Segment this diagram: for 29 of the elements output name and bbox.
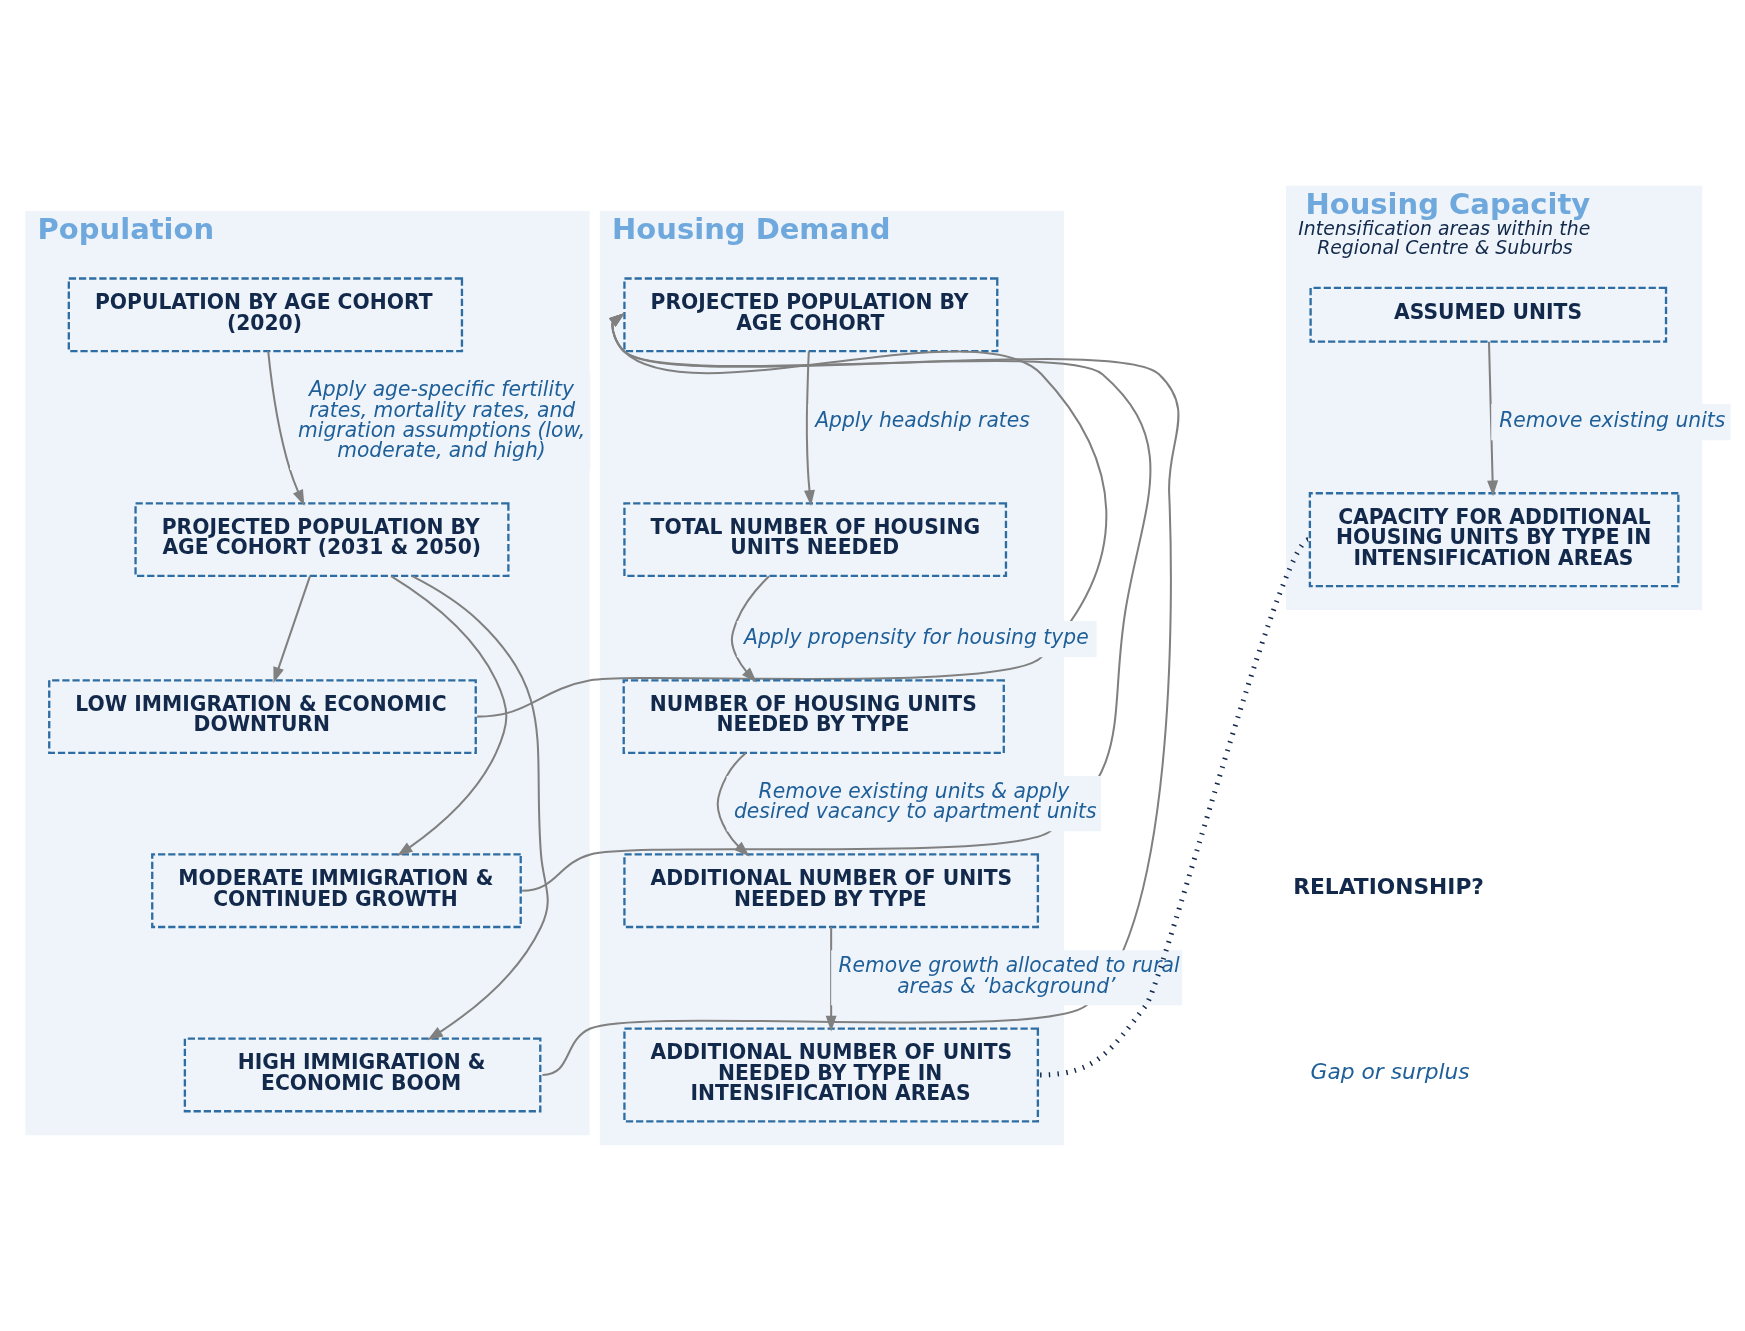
- node-box: ASSUMED UNITS: [1309, 286, 1668, 343]
- edge-label: Apply age-specific fertility rates, mortality rates, and migration assumptions (low, moderate, and high): [298, 377, 586, 463]
- arrow: [522, 312, 1152, 892]
- node-box: CAPACITY FOR ADDITIONAL HOUSING UNITS BY TYPE IN INTENSIFICATION AREAS: [1308, 492, 1680, 588]
- node-box: TOTAL NUMBER OF HOUSING UNITS NEEDED: [623, 502, 1008, 578]
- arrow: [1487, 341, 1499, 497]
- node-box: PROJECTED POPULATION BY AGE COHORT (2031 & 2050): [134, 502, 510, 578]
- arrow: [804, 351, 815, 506]
- arrow: [273, 576, 311, 683]
- arrow: [411, 575, 549, 1041]
- node-box: LOW IMMIGRATION & ECONOMIC DOWNTURN: [48, 679, 477, 755]
- node-box: ADDITIONAL NUMBER OF UNITS NEEDED BY TYPE: [623, 853, 1040, 929]
- arrow: [267, 350, 305, 506]
- arrow: [730, 575, 770, 683]
- node-box: POPULATION BY AGE COHORT (2020): [67, 277, 464, 353]
- node-box: PROJECTED POPULATION BY AGE COHORT: [623, 277, 999, 353]
- node-box: ADDITIONAL NUMBER OF UNITS NEEDED BY TYPE IN INTENSIFICATION AREAS: [623, 1027, 1040, 1123]
- label: Gap or surplus: [1310, 1058, 1470, 1084]
- node-box: MODERATE IMMIGRATION & CONTINUED GROWTH: [151, 853, 522, 929]
- node-box: NUMBER OF HOUSING UNITS NEEDED BY TYPE: [622, 679, 1005, 755]
- arrow: [825, 927, 837, 1032]
- node-box: HIGH IMMIGRATION & ECONOMIC BOOM: [183, 1037, 542, 1113]
- label: RELATIONSHIP?: [1293, 874, 1484, 900]
- arrow: [716, 752, 750, 857]
- arrow: [390, 575, 508, 856]
- arrow: [477, 312, 1107, 718]
- connector: [1039, 537, 1311, 1078]
- edge-label: Apply headship rates: [815, 407, 1030, 432]
- arrow: [542, 312, 1180, 1076]
